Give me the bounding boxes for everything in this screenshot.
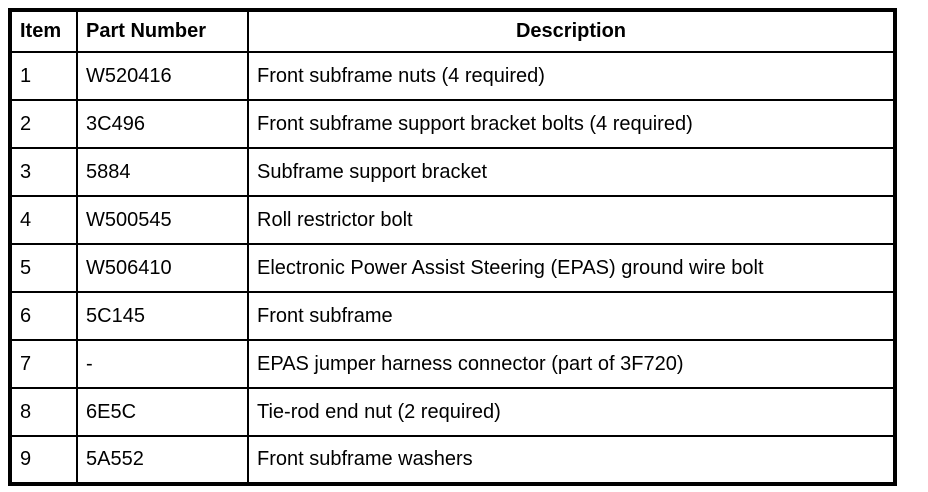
cell-item: 7 [9,339,78,389]
table-row: 5 W506410 Electronic Power Assist Steeri… [9,243,896,293]
table-row: 7 - EPAS jumper harness connector (part … [9,339,896,389]
cell-description: Front subframe washers [247,435,896,485]
cell-part-number: 6E5C [76,387,249,437]
table-row: 6 5C145 Front subframe [9,291,896,341]
col-header-part-number: Part Number [76,9,249,53]
cell-description: Front subframe support bracket bolts (4 … [247,99,896,149]
cell-item: 9 [9,435,78,485]
cell-item: 4 [9,195,78,245]
cell-part-number: 5884 [76,147,249,197]
cell-description: Tie-rod end nut (2 required) [247,387,896,437]
cell-description: EPAS jumper harness connector (part of 3… [247,339,896,389]
col-header-item: Item [9,9,78,53]
cell-item: 6 [9,291,78,341]
cell-part-number: W500545 [76,195,249,245]
table-row: 8 6E5C Tie-rod end nut (2 required) [9,387,896,437]
cell-description: Front subframe [247,291,896,341]
cell-item: 1 [9,51,78,101]
cell-item: 3 [9,147,78,197]
cell-item: 5 [9,243,78,293]
cell-part-number: - [76,339,249,389]
cell-description: Front subframe nuts (4 required) [247,51,896,101]
cell-description: Electronic Power Assist Steering (EPAS) … [247,243,896,293]
parts-table: Item Part Number Description 1 W520416 F… [8,8,897,486]
table-row: 4 W500545 Roll restrictor bolt [9,195,896,245]
table-row: 1 W520416 Front subframe nuts (4 require… [9,51,896,101]
table-row: 9 5A552 Front subframe washers [9,435,896,485]
cell-part-number: W506410 [76,243,249,293]
cell-part-number: 5C145 [76,291,249,341]
table-row: 2 3C496 Front subframe support bracket b… [9,99,896,149]
table-row: 3 5884 Subframe support bracket [9,147,896,197]
cell-item: 2 [9,99,78,149]
header-row: Item Part Number Description [9,9,896,53]
col-header-description: Description [247,9,896,53]
cell-part-number: 3C496 [76,99,249,149]
cell-item: 8 [9,387,78,437]
cell-part-number: W520416 [76,51,249,101]
cell-description: Subframe support bracket [247,147,896,197]
cell-description: Roll restrictor bolt [247,195,896,245]
cell-part-number: 5A552 [76,435,249,485]
